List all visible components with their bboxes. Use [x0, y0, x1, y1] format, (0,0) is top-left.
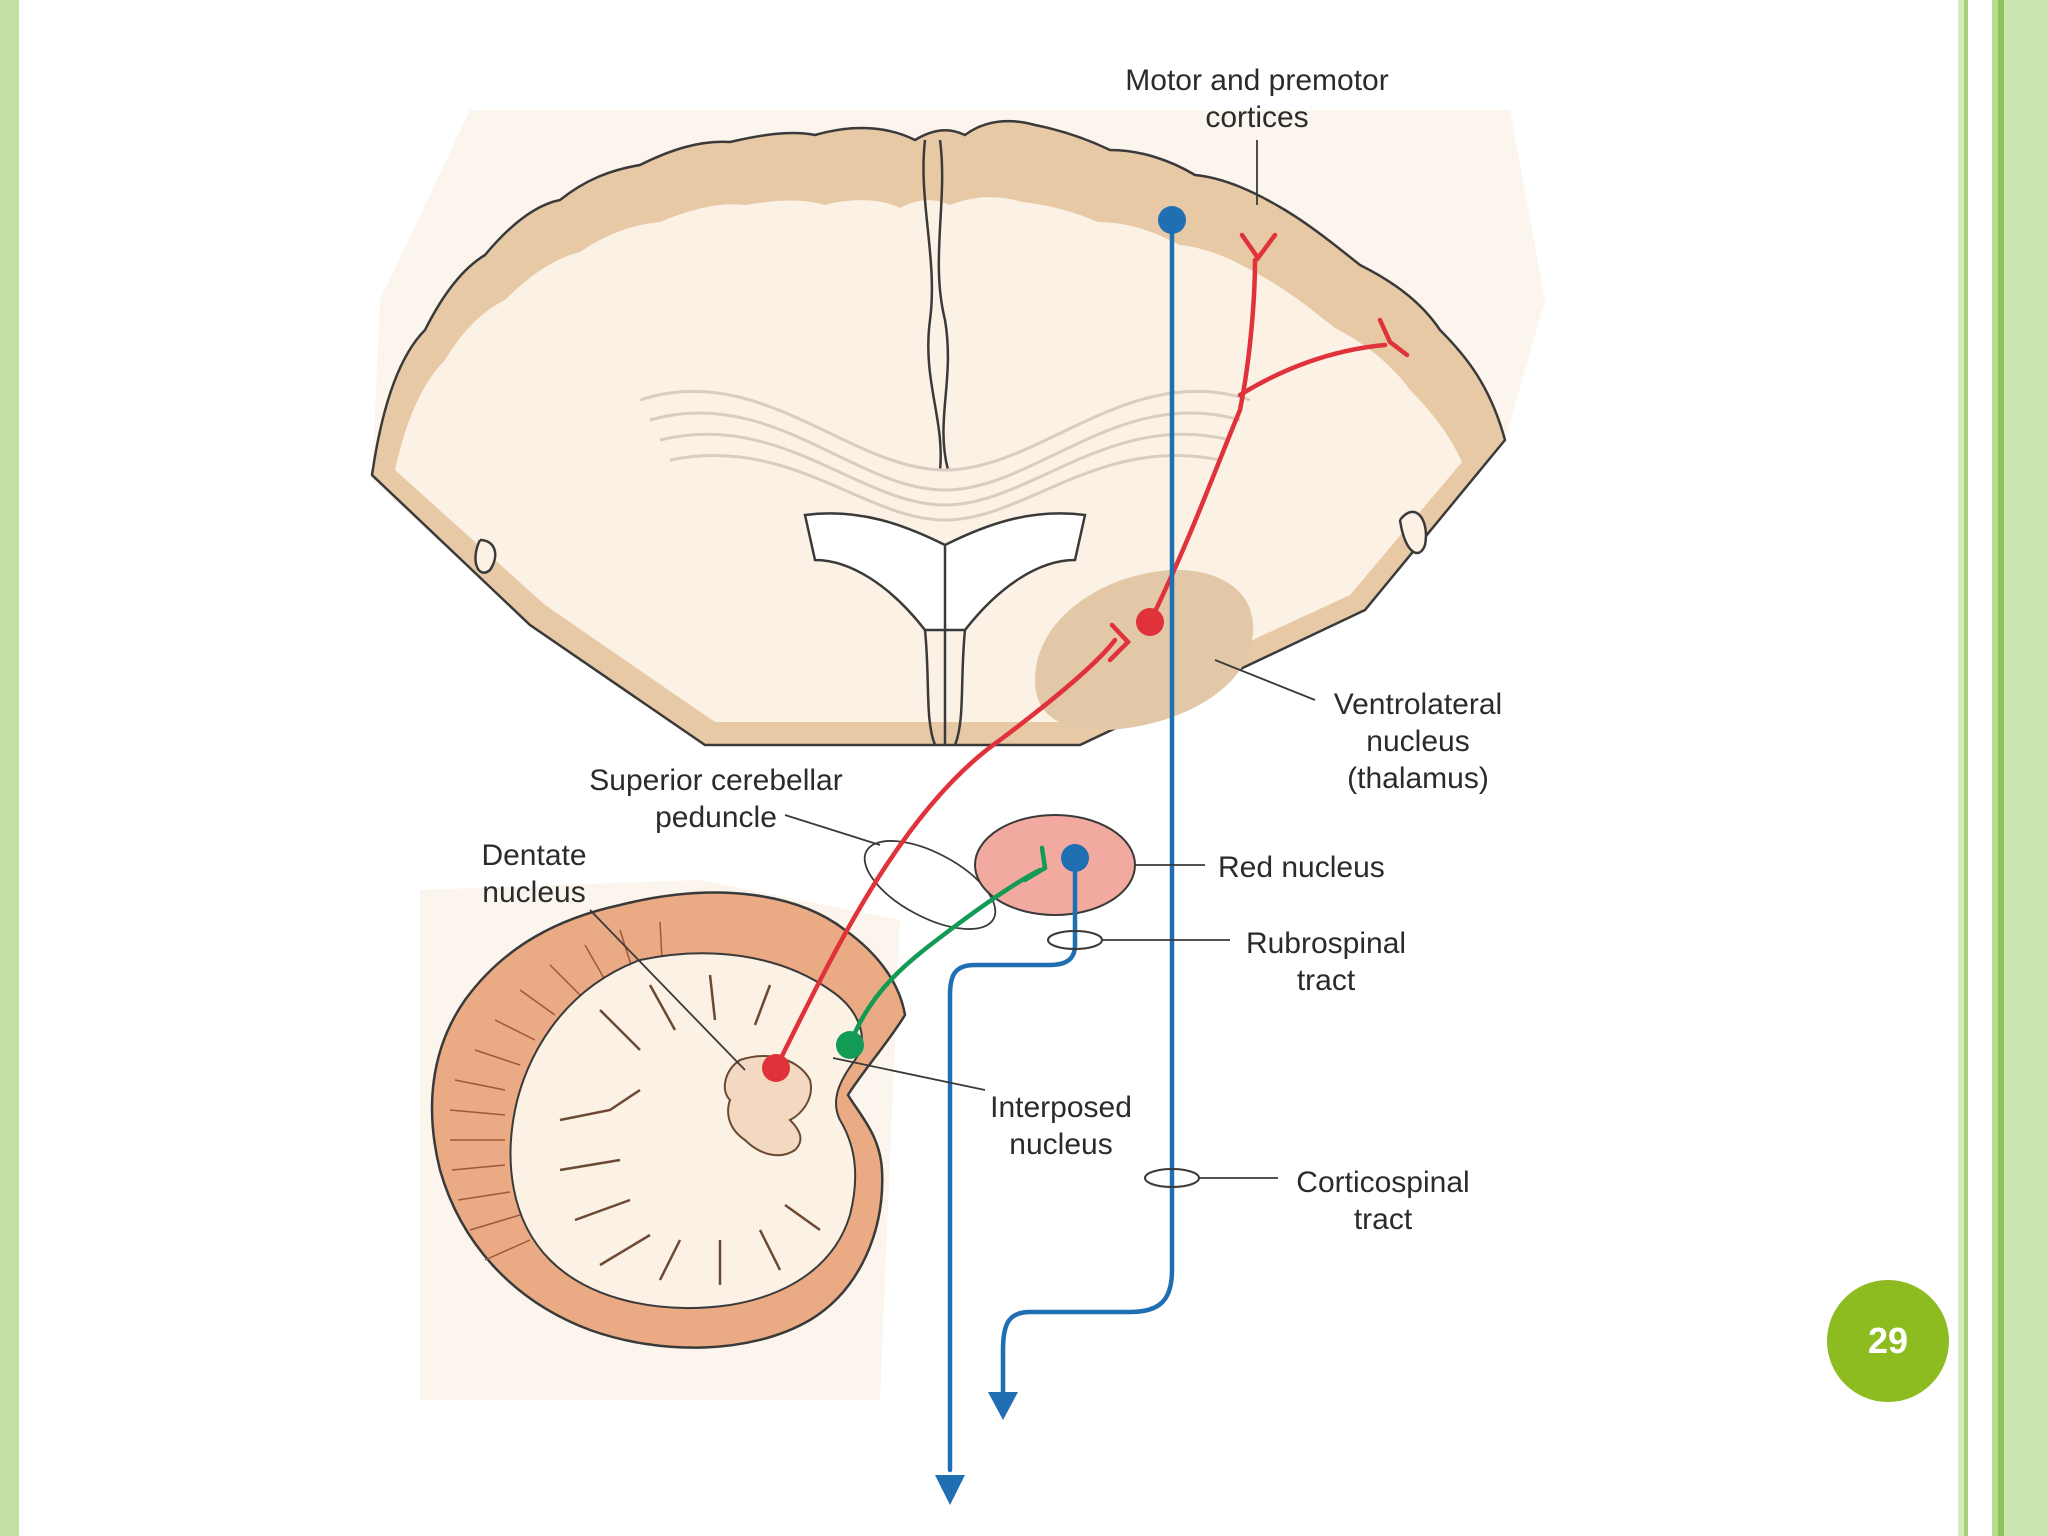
left-frame-bar [0, 0, 19, 1536]
labels: Motor and premotor cortices Ventrolatera… [481, 64, 1502, 1236]
label-motor-cortices: Motor and premotor [1125, 64, 1388, 97]
cortex-neuron-dot [1158, 206, 1186, 234]
label-corticospinal-2: tract [1354, 1203, 1413, 1236]
lateral-sulcus-right [1398, 510, 1428, 555]
cerebellar-white-matter [509, 952, 863, 1309]
arbor-vitae [559, 974, 821, 1285]
longitudinal-fissure [922, 139, 950, 471]
label-dentate: Dentate [481, 839, 586, 872]
synapse-red-nucleus [1022, 845, 1048, 883]
thalamocortical-branch [1237, 342, 1388, 398]
label-rubrospinal-2: tract [1297, 964, 1356, 997]
label-superior-peduncle-2: peduncle [655, 801, 777, 834]
synapse-cortex-2 [1377, 317, 1410, 358]
label-red-nucleus: Red nucleus [1218, 851, 1385, 884]
synapse-cortex-1 [1239, 232, 1278, 262]
thalamus-neuron-dot [1136, 608, 1164, 636]
label-interposed-2: nucleus [1009, 1128, 1112, 1161]
brain-section [370, 110, 1545, 747]
ventrolateral-nucleus [1035, 569, 1254, 731]
thalamocortical-pathway [1147, 257, 1258, 625]
dentatothalamic-pathway [773, 637, 1118, 1071]
interposed-neuron-dot [836, 1031, 864, 1059]
cerebellum [420, 840, 997, 1400]
corticospinal-arrowhead [988, 1392, 1018, 1420]
synapse-thalamus [1107, 622, 1132, 663]
label-rubrospinal: Rubrospinal [1246, 927, 1406, 960]
cerebellar-folia-lines [449, 921, 663, 1261]
dentate-nucleus-structure [723, 1055, 812, 1157]
label-superior-peduncle: Superior cerebellar [589, 764, 842, 797]
red-nucleus [974, 814, 1136, 916]
page-number: 29 [1867, 1320, 1909, 1361]
rubrospinal-tract-line [947, 857, 1078, 1473]
page-number-badge: 29 [1827, 1280, 1949, 1402]
label-ventrolateral-3: (thalamus) [1347, 762, 1489, 795]
corpus-callosum [639, 389, 1251, 522]
superior-cerebellar-peduncle [863, 840, 997, 930]
dentate-neuron-dot [762, 1054, 790, 1082]
rubrospinal-arrowhead [935, 1475, 965, 1505]
label-interposed: Interposed [990, 1091, 1132, 1124]
lateral-ventricles [803, 512, 1087, 746]
label-dentate-2: nucleus [482, 876, 585, 909]
corticospinal-tract-line [1000, 219, 1175, 1398]
pathways [773, 219, 1410, 1473]
lateral-sulcus-left [474, 538, 497, 574]
red-nucleus-neuron-dot [1061, 844, 1089, 872]
label-motor-cortices-2: cortices [1205, 101, 1308, 134]
label-corticospinal: Corticospinal [1296, 1166, 1469, 1199]
label-ventrolateral: Ventrolateral [1334, 688, 1502, 721]
leader-lines [589, 140, 1316, 1179]
interposed-rubral-pathway [847, 867, 1043, 1048]
right-frame-bars [1958, 0, 2048, 1536]
label-ventrolateral-2: nucleus [1366, 725, 1469, 758]
